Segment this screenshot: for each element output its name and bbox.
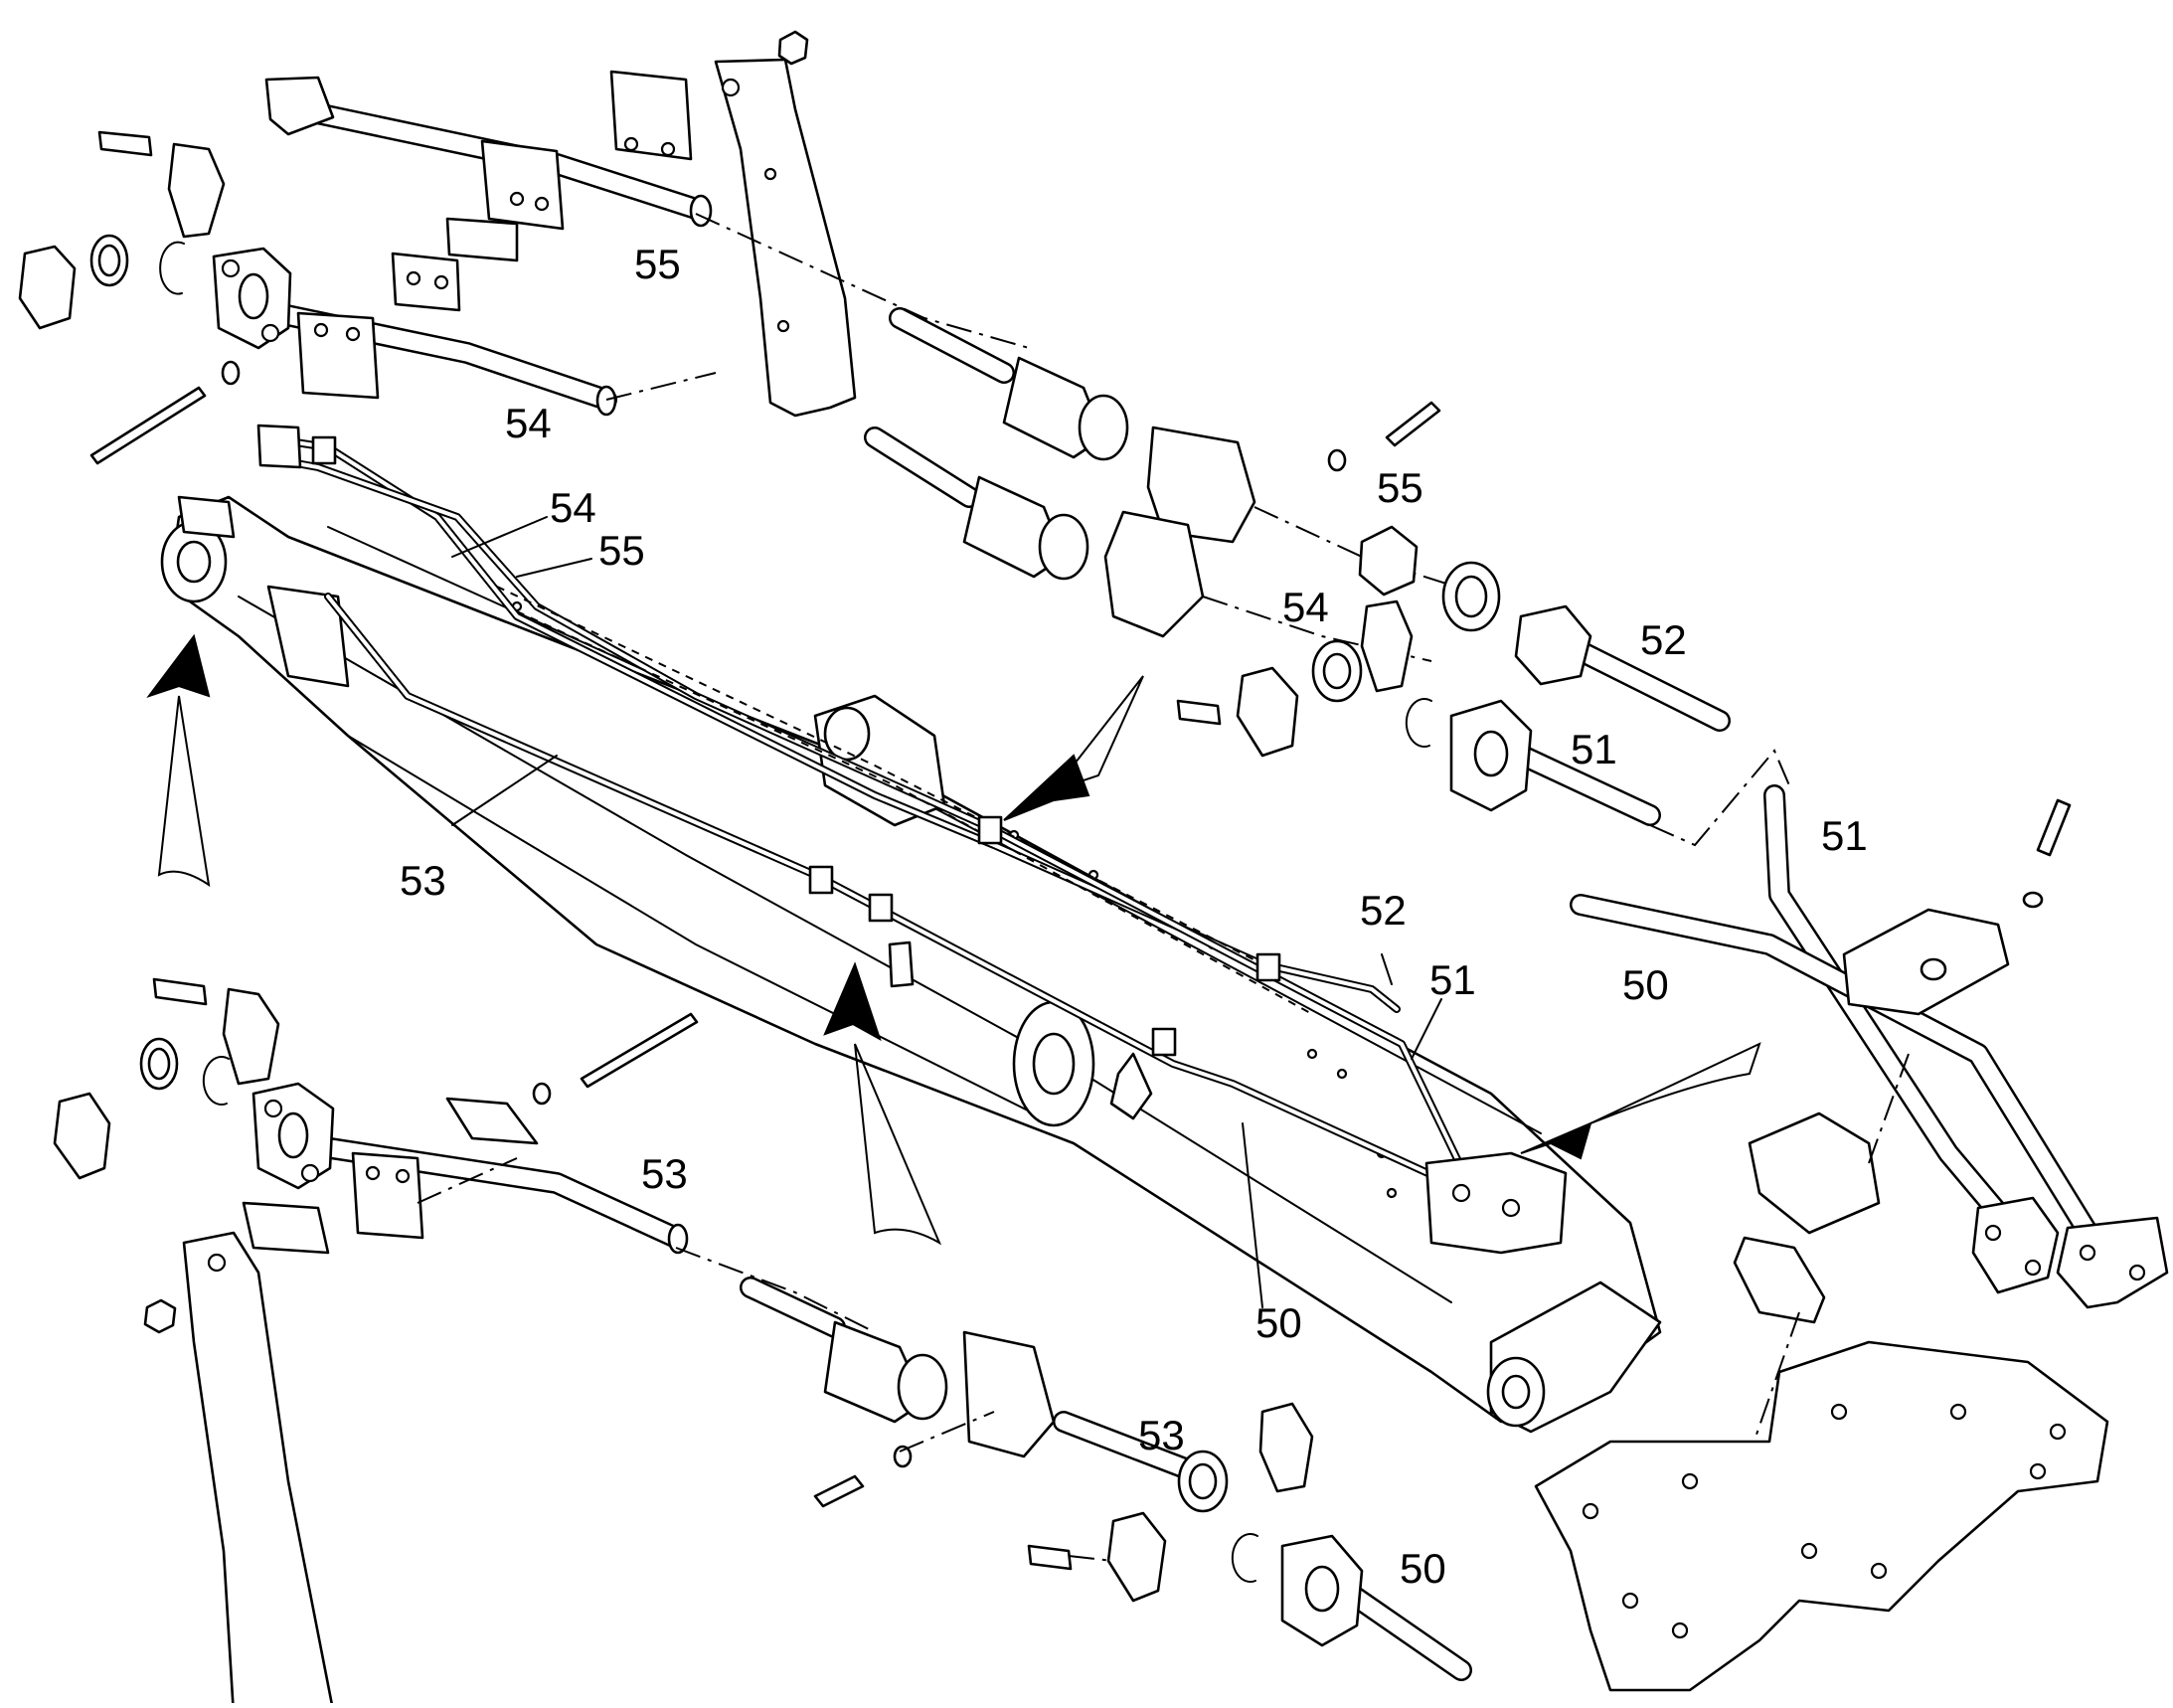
callout-54: 54	[550, 484, 596, 531]
bolt-short	[1027, 1544, 1073, 1571]
flange-clamp-half	[1258, 1402, 1314, 1493]
view-arrow-right	[1520, 1121, 1592, 1160]
mounting-base-plate	[1534, 1340, 2109, 1692]
callout-51: 51	[1429, 956, 1476, 1003]
callout-52: 52	[1640, 616, 1687, 663]
hex-nut	[777, 30, 809, 66]
bolt-long	[89, 386, 207, 465]
callout-54: 54	[1282, 584, 1329, 630]
bolt-short	[1385, 401, 1441, 447]
callout-50: 50	[1255, 1299, 1302, 1346]
lower-middle-fittings	[740, 1277, 1472, 1681]
tube-clamp	[962, 1330, 1056, 1458]
pipe-saddle-clamp	[1748, 1111, 1881, 1235]
snap-ring	[159, 241, 185, 295]
callout-55: 55	[634, 241, 681, 287]
callout-53: 53	[400, 857, 446, 904]
clamp-saddle	[480, 139, 565, 231]
spacer-block	[445, 217, 519, 262]
mounting-bracket-plate	[714, 58, 857, 418]
clamp-saddle	[351, 1151, 424, 1240]
tube-clamp	[1146, 426, 1256, 544]
callout-53: 53	[1138, 1412, 1185, 1458]
hose-clip	[808, 865, 834, 895]
flange-clamp-half	[1360, 599, 1414, 693]
clamp-saddle	[296, 311, 380, 400]
view-arrow-left	[146, 633, 211, 698]
washer	[893, 1445, 913, 1468]
view-arrow-center	[823, 961, 882, 1042]
hose-clip	[1151, 1027, 1177, 1057]
snap-ring	[1405, 698, 1432, 748]
callout-labels: 55 54 54 55 55 54 52 51 51 50 53 52 51 5…	[400, 241, 1868, 1592]
tube-clamp	[1103, 510, 1205, 638]
mounting-bracket-plate	[182, 1231, 334, 1708]
hose-connector-block	[1424, 1151, 1568, 1255]
washer	[221, 360, 241, 386]
callout-51: 51	[1821, 812, 1868, 859]
bolt-long	[580, 1012, 699, 1089]
right-hose-fittings	[605, 213, 1790, 847]
clamp-saddle	[391, 252, 461, 312]
pipe-53-lower-assembly	[53, 977, 876, 1708]
bolt-short	[152, 977, 208, 1006]
flange-clamp-half	[1236, 666, 1299, 758]
boom-end-plate	[266, 585, 350, 688]
callout-54: 54	[505, 400, 552, 446]
hex-nut	[1358, 525, 1419, 597]
spacer-block	[242, 1201, 330, 1255]
snap-ring	[1231, 1533, 1258, 1583]
washer	[1327, 448, 1347, 472]
bolt-short	[813, 1474, 865, 1508]
pipe-55-top-assembly	[264, 30, 857, 418]
washer	[2022, 891, 2044, 909]
boom-hose-routing	[177, 424, 1568, 1255]
callout-55: 55	[1377, 464, 1423, 511]
washer	[532, 1082, 552, 1106]
bolt-short	[1176, 699, 1222, 726]
spacer-block	[1733, 1236, 1826, 1324]
pipe-52-flange-end	[1514, 604, 1592, 686]
clamp-saddle	[445, 1097, 539, 1145]
boom-lug	[1109, 1052, 1153, 1120]
flange-clamp-half	[222, 987, 280, 1086]
callout-51: 51	[1571, 726, 1617, 772]
hose-end-fitting	[177, 495, 236, 539]
callout-leaders	[451, 516, 1442, 1308]
view-direction-arrows	[146, 633, 1761, 1246]
callout-52: 52	[1360, 887, 1407, 934]
pipe-55-flange-end	[264, 76, 335, 136]
boom-slot	[888, 940, 915, 988]
callout-55: 55	[598, 527, 645, 574]
pipe-50-flange-end	[2056, 1216, 2169, 1309]
callout-50: 50	[1400, 1545, 1446, 1592]
flange-clamp-half	[1106, 1511, 1167, 1603]
snap-ring	[202, 1056, 230, 1106]
hose-clip	[1255, 952, 1281, 982]
bolt-long	[2036, 798, 2072, 857]
hose-clip	[311, 435, 337, 465]
clamp-saddle	[609, 70, 693, 161]
flange-clamp-half	[53, 1092, 111, 1180]
pipe-51-flange-end	[1971, 1196, 2060, 1294]
flange-clamp-half	[18, 245, 77, 330]
pipe-54-top-assembly	[18, 130, 617, 465]
view-arrow-upper	[1003, 754, 1090, 821]
bolt-short	[97, 130, 153, 157]
hose-clip	[977, 815, 1003, 845]
callout-50: 50	[1622, 961, 1669, 1008]
flange-clamp-half	[167, 142, 226, 239]
callout-53: 53	[641, 1150, 688, 1197]
hose-clip	[868, 893, 894, 923]
hex-nut	[143, 1298, 177, 1334]
hose-end-fitting	[256, 424, 302, 469]
far-right-assembly	[1534, 784, 2169, 1692]
